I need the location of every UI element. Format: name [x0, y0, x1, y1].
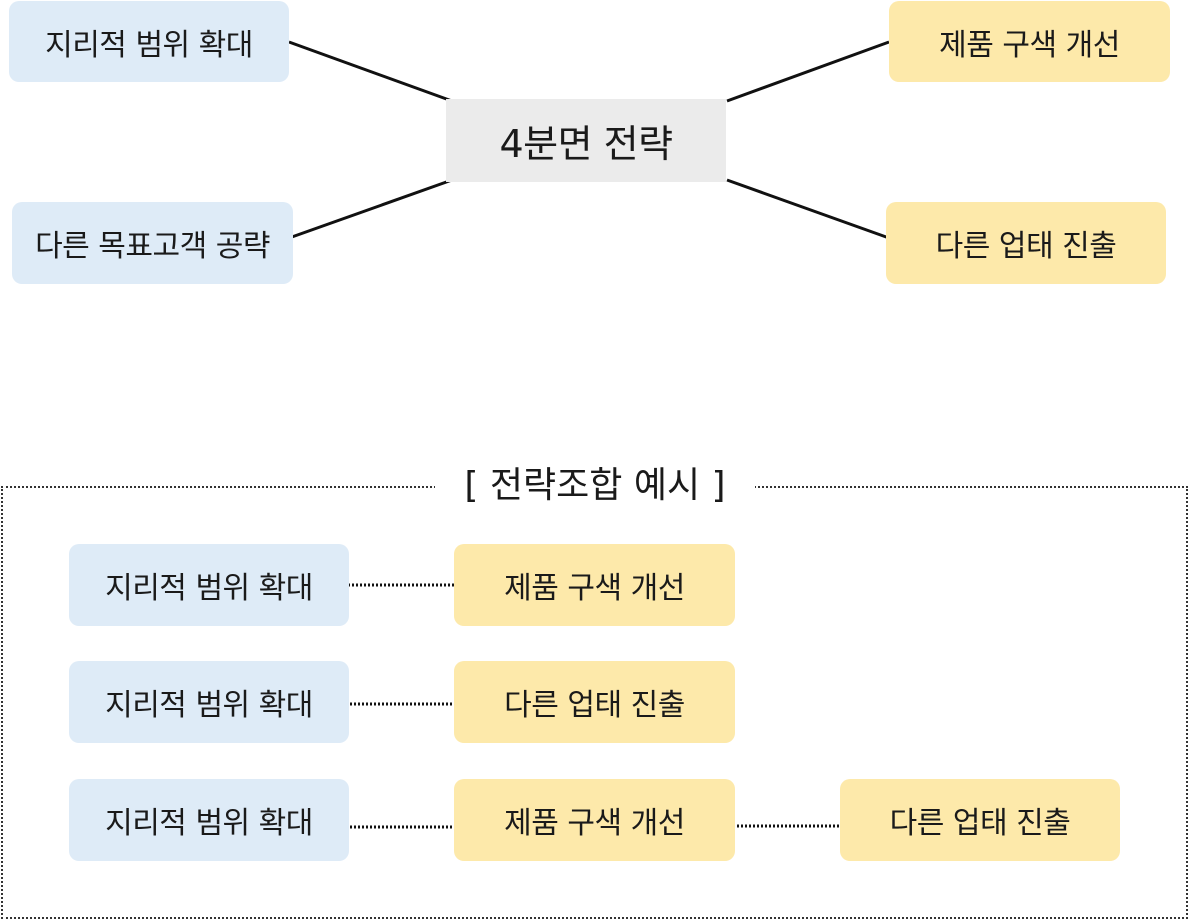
example-row-2-item-1: 지리적 범위 확대	[69, 661, 349, 743]
quadrant-bottom-right-box: 다른 업태 진출	[886, 202, 1166, 284]
connector-top-right	[726, 40, 890, 103]
example-row-1-item-1-label: 지리적 범위 확대	[105, 571, 313, 606]
example-row-2-item-2-label: 다른 업태 진출	[504, 688, 685, 723]
quadrant-bottom-right-label: 다른 업태 진출	[935, 229, 1117, 264]
quadrant-top-right-label: 제품 구색 개선	[939, 27, 1120, 63]
quadrant-top-right-box: 제품 구색 개선	[889, 1, 1170, 82]
examples-title: [ 전략조합 예시 ]	[435, 453, 755, 511]
example-row-1-item-1: 지리적 범위 확대	[69, 544, 349, 626]
example-row-3-item-1-label: 지리적 범위 확대	[105, 806, 313, 841]
example-row-3-item-3: 다른 업태 진출	[840, 779, 1120, 861]
example-row-1-item-2: 제품 구색 개선	[454, 544, 735, 626]
connector-top-left	[288, 40, 453, 103]
example-row-2-item-2: 다른 업태 진출	[454, 661, 735, 743]
examples-title-text: [ 전략조합 예시 ]	[464, 465, 726, 506]
example-row-2-item-1-label: 지리적 범위 확대	[105, 688, 313, 723]
example-row-3-item-2: 제품 구색 개선	[454, 779, 735, 861]
quadrant-bottom-left-box: 다른 목표고객 공략	[12, 202, 293, 284]
example-row-1-item-2-label: 제품 구색 개선	[504, 571, 685, 606]
example-row-3-item-3-label: 다른 업태 진출	[889, 806, 1071, 841]
center-strategy-label: 4분면 전략	[499, 122, 673, 166]
quadrant-bottom-left-label: 다른 목표고객 공략	[35, 229, 270, 264]
example-row-3-item-2-label: 제품 구색 개선	[504, 806, 685, 841]
connector-bottom-right	[726, 178, 890, 240]
quadrant-top-left-box: 지리적 범위 확대	[9, 1, 289, 82]
connector-bottom-left	[288, 178, 453, 240]
quadrant-top-left-label: 지리적 범위 확대	[45, 27, 253, 63]
center-strategy-box: 4분면 전략	[446, 99, 726, 182]
example-row-3-item-1: 지리적 범위 확대	[69, 779, 349, 861]
